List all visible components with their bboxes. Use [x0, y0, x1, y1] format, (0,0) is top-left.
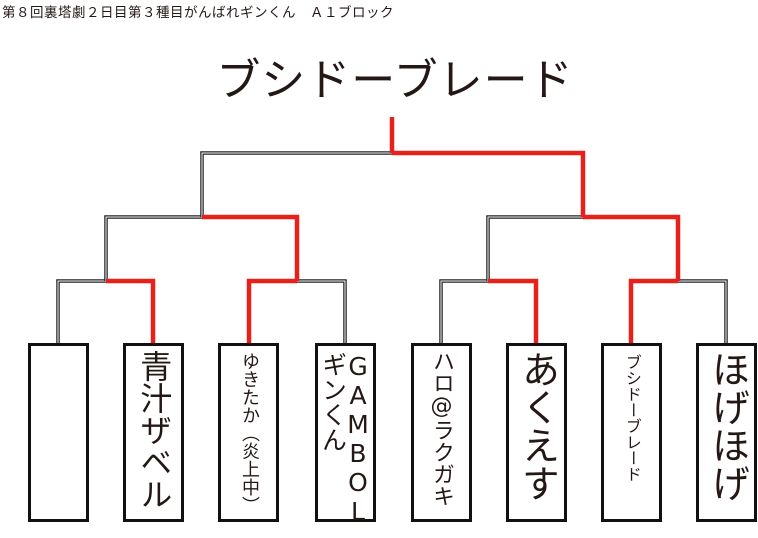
r1-line	[297, 280, 346, 343]
entrant-box-1	[28, 343, 89, 522]
r2-line	[487, 216, 583, 281]
block-title: 第８回裏塔劇２日目第３種目がんばれギンくん Ａ１ブロック	[2, 5, 394, 21]
entrant-name: ゆきたか（炎上中）	[238, 352, 260, 514]
final-line	[201, 152, 392, 217]
r1-line	[488, 278, 539, 343]
entrant-box-2: 青汁ザベル	[123, 343, 184, 522]
entrant-box-7: ブシドーブレード	[601, 343, 662, 522]
r1-line	[440, 280, 488, 343]
r1-line	[628, 278, 678, 343]
champion-name: ブシドーブレード	[216, 55, 574, 106]
r1-line	[57, 280, 106, 343]
entrant-name: ほげほげ	[705, 350, 750, 502]
r1-line	[439, 279, 488, 343]
r1-line	[678, 279, 728, 343]
entrant-name: ブシドーブレード	[622, 354, 642, 482]
entrant-name: 青汁ザベル	[135, 350, 174, 510]
final-line	[200, 151, 392, 217]
r1-line	[246, 278, 297, 343]
r2-line	[105, 216, 202, 281]
r1-line	[56, 279, 106, 343]
r1-line	[678, 280, 727, 343]
r1-line	[106, 278, 156, 343]
final-line	[392, 150, 586, 217]
entrant-box-4: GAMBOL ギンくん	[315, 343, 376, 526]
entrant-box-8: ほげほげ	[696, 343, 757, 522]
r2-line	[104, 215, 202, 281]
entrant-box-5: ハロ@ラクガキ	[411, 343, 472, 522]
entrant-name: あくえす	[515, 350, 560, 502]
r2-line	[583, 214, 681, 281]
r1-line	[297, 279, 347, 343]
entrant-name: ハロ@ラクガキ	[429, 350, 455, 507]
entrant-box-6: あくえす	[506, 343, 567, 522]
entrant-box-3: ゆきたか（炎上中）	[218, 343, 279, 522]
r2-line	[202, 214, 300, 281]
entrant-name: GAMBOL ギンくん	[318, 352, 373, 526]
r2-line	[486, 215, 583, 281]
